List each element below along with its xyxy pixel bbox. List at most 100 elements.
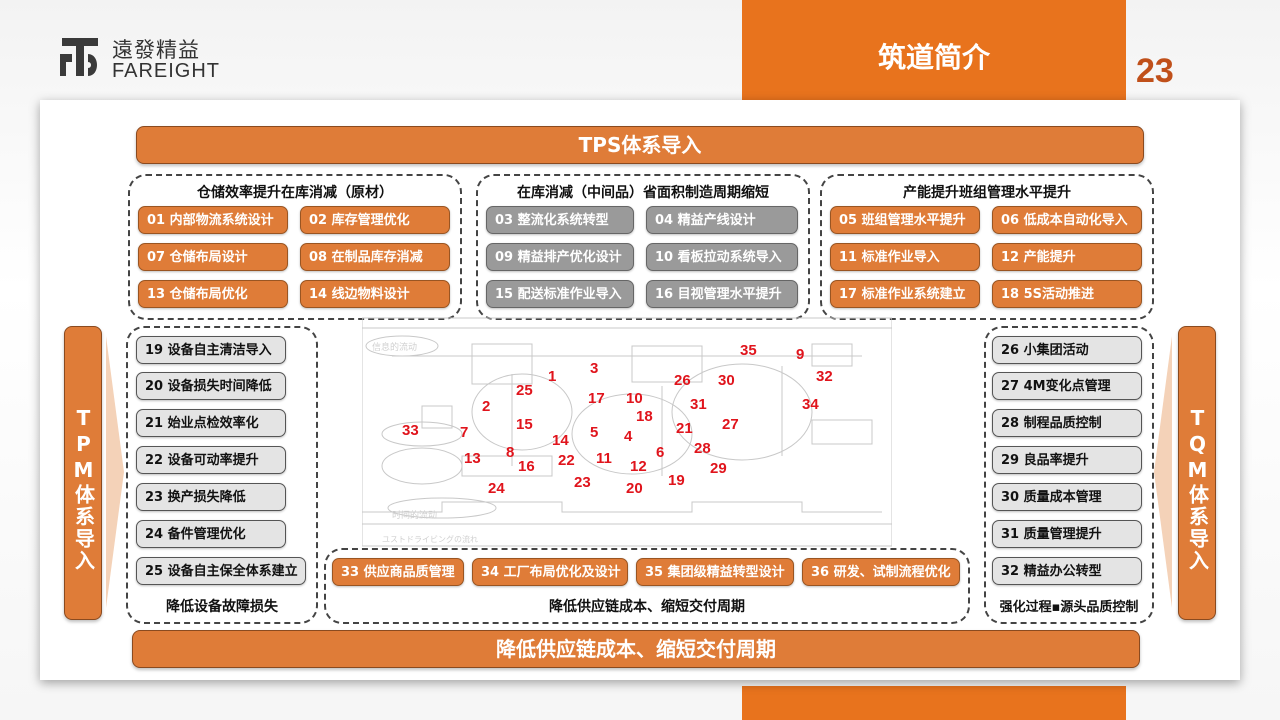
item-06[interactable]: 06 低成本自动化导入 — [992, 206, 1142, 234]
svg-text:ユストドライビングの流れ: ユストドライビングの流れ — [382, 534, 478, 544]
item-15[interactable]: 15 配送标准作业导入 — [486, 280, 634, 308]
group-title: 降低设备故障损失 — [166, 599, 278, 615]
step-marker: 15 — [516, 416, 533, 433]
page-number: 23 — [1136, 52, 1174, 90]
step-marker: 17 — [588, 390, 605, 407]
group-title: 强化过程▪源头品质控制 — [999, 600, 1139, 615]
tpm-arrow-icon — [106, 336, 124, 608]
group-title: 仓储效率提升在库消减（原材） — [197, 185, 393, 201]
step-marker: 20 — [626, 480, 643, 497]
step-marker: 11 — [596, 450, 612, 467]
item-25[interactable]: 25 设备自主保全体系建立 — [136, 557, 306, 585]
step-marker: 10 — [626, 390, 643, 407]
step-marker: 23 — [574, 474, 591, 491]
item-12[interactable]: 12 产能提升 — [992, 243, 1142, 271]
step-marker: 34 — [802, 396, 819, 413]
item-22[interactable]: 22 设备可动率提升 — [136, 446, 286, 474]
item-16[interactable]: 16 目视管理水平提升 — [646, 280, 798, 308]
step-marker: 12 — [630, 458, 647, 475]
step-marker: 1 — [548, 368, 557, 385]
item-19[interactable]: 19 设备自主清洁导入 — [136, 336, 286, 364]
item-17[interactable]: 17 标准作业系统建立 — [830, 280, 980, 308]
step-marker: 2 — [482, 398, 491, 415]
item-31[interactable]: 31 质量管理提升 — [992, 520, 1142, 548]
item-28[interactable]: 28 制程品质控制 — [992, 409, 1142, 437]
group-capacity: 产能提升班组管理水平提升 — [820, 174, 1154, 320]
tqm-label: TQM体系导入 — [1185, 406, 1210, 572]
step-marker: 22 — [558, 452, 575, 469]
step-marker: 6 — [656, 444, 665, 461]
brand-logo: 遠發精益 FAREIGHT — [58, 30, 258, 84]
item-03[interactable]: 03 整流化系统转型 — [486, 206, 634, 234]
item-04[interactable]: 04 精益产线设计 — [646, 206, 798, 234]
brand-name-cn: 遠發精益 — [112, 38, 200, 62]
item-18[interactable]: 18 5S活动推进 — [992, 280, 1142, 308]
tqm-vertical-bar: TQM体系导入 — [1178, 326, 1216, 620]
step-marker: 7 — [460, 424, 469, 441]
item-26[interactable]: 26 小集团活动 — [992, 336, 1142, 364]
group-supply: 降低供应链成本、缩短交付周期 — [324, 548, 970, 624]
step-marker: 31 — [690, 396, 707, 413]
supply-chain-bar: 降低供应链成本、缩短交付周期 — [132, 630, 1140, 668]
page-title: 筑道简介 — [877, 41, 990, 74]
step-marker: 16 — [518, 458, 535, 475]
footer-band — [742, 686, 1126, 720]
step-marker: 21 — [676, 420, 693, 437]
item-10[interactable]: 10 看板拉动系统导入 — [646, 243, 798, 271]
item-33[interactable]: 33 供应商品质管理 — [332, 558, 464, 586]
tpm-label: TPM体系导入 — [71, 406, 96, 572]
step-marker: 24 — [488, 480, 505, 497]
item-13[interactable]: 13 仓储布局优化 — [138, 280, 288, 308]
value-stream-map: 信息的流动 时间的流动 ユストドライビングの流れ — [362, 317, 892, 547]
item-30[interactable]: 30 质量成本管理 — [992, 483, 1142, 511]
item-36[interactable]: 36 研发、试制流程优化 — [802, 558, 960, 586]
step-marker: 35 — [740, 342, 757, 359]
tps-bar: TPS体系导入 — [136, 126, 1144, 164]
step-marker: 25 — [516, 382, 533, 399]
item-09[interactable]: 09 精益排产优化设计 — [486, 243, 634, 271]
item-20[interactable]: 20 设备损失时间降低 — [136, 372, 286, 400]
tpm-vertical-bar: TPM体系导入 — [64, 326, 102, 620]
group-title: 在库消减（中间品）省面积制造周期缩短 — [517, 185, 769, 201]
item-34[interactable]: 34 工厂布局优化及设计 — [472, 558, 628, 586]
svg-text:信息的流动: 信息的流动 — [372, 341, 417, 353]
item-29[interactable]: 29 良品率提升 — [992, 446, 1142, 474]
item-01[interactable]: 01 内部物流系统设计 — [138, 206, 288, 234]
brand-name-en: FAREIGHT — [112, 60, 221, 82]
tqm-arrow-icon — [1154, 336, 1172, 608]
item-08[interactable]: 08 在制品库存消减 — [300, 243, 450, 271]
step-marker: 29 — [710, 460, 727, 477]
group-tqm: 强化过程▪源头品质控制 — [984, 326, 1154, 624]
fareight-logo-icon — [60, 38, 98, 76]
step-marker: 9 — [796, 346, 805, 363]
group-title: 降低供应链成本、缩短交付周期 — [549, 599, 745, 615]
step-marker: 27 — [722, 416, 739, 433]
item-05[interactable]: 05 班组管理水平提升 — [830, 206, 980, 234]
item-23[interactable]: 23 换产损失降低 — [136, 483, 286, 511]
group-title: 产能提升班组管理水平提升 — [903, 185, 1071, 201]
item-07[interactable]: 07 仓储布局设计 — [138, 243, 288, 271]
step-marker: 13 — [464, 450, 481, 467]
item-27[interactable]: 27 4M变化点管理 — [992, 372, 1142, 400]
step-marker: 19 — [668, 472, 685, 489]
header-band — [742, 0, 1126, 100]
step-marker: 8 — [506, 444, 515, 461]
item-14[interactable]: 14 线边物料设计 — [300, 280, 450, 308]
svg-text:时间的流动: 时间的流动 — [392, 509, 437, 521]
item-11[interactable]: 11 标准作业导入 — [830, 243, 980, 271]
item-24[interactable]: 24 备件管理优化 — [136, 520, 286, 548]
step-marker: 26 — [674, 372, 691, 389]
step-marker: 5 — [590, 424, 599, 441]
item-35[interactable]: 35 集团级精益转型设计 — [636, 558, 794, 586]
step-marker: 33 — [402, 422, 419, 439]
group-wip: 在库消减（中间品）省面积制造周期缩短 — [476, 174, 810, 320]
item-32[interactable]: 32 精益办公转型 — [992, 557, 1142, 585]
step-marker: 18 — [636, 408, 653, 425]
item-21[interactable]: 21 始业点检效率化 — [136, 409, 286, 437]
step-marker: 32 — [816, 368, 833, 385]
item-02[interactable]: 02 库存管理优化 — [300, 206, 450, 234]
group-warehouse: 仓储效率提升在库消减（原材） — [128, 174, 462, 320]
group-tpm: 降低设备故障损失 — [126, 326, 318, 624]
step-marker: 4 — [624, 428, 633, 445]
step-marker: 3 — [590, 360, 599, 377]
